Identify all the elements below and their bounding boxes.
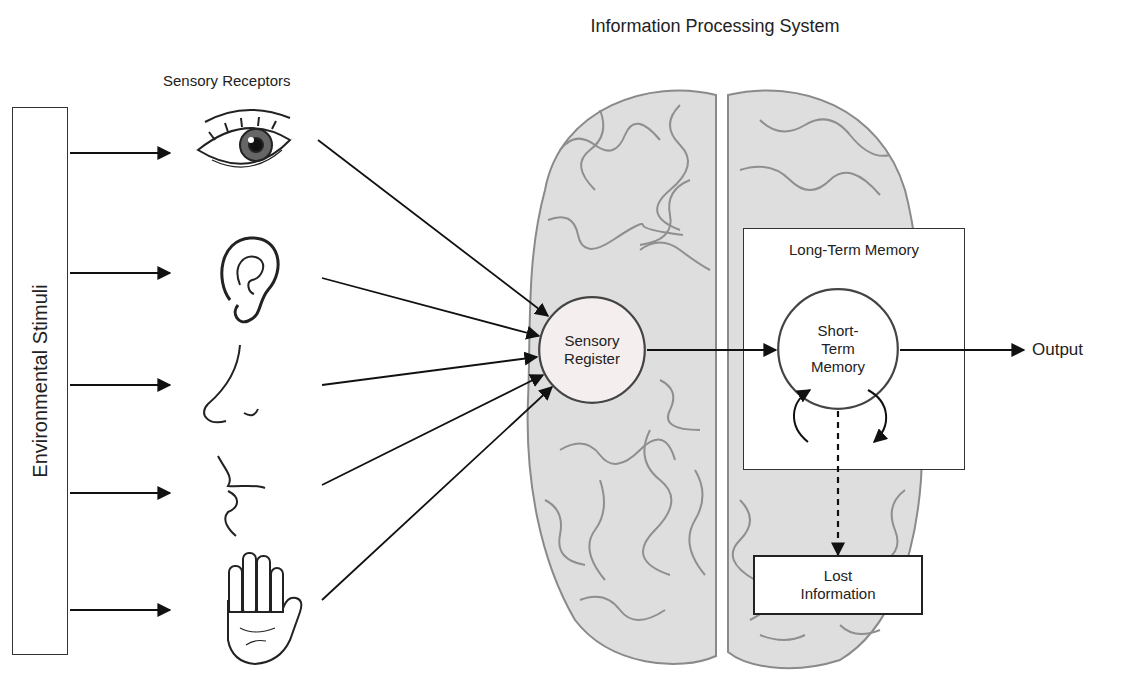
mouth-icon bbox=[218, 456, 265, 536]
eye-iris bbox=[240, 129, 272, 161]
hand-icon bbox=[228, 553, 301, 664]
eye-brow bbox=[205, 110, 290, 122]
eye-highlight bbox=[248, 137, 254, 143]
node-text: Lost Information bbox=[788, 567, 888, 603]
gyrus bbox=[581, 110, 603, 190]
rehearsal-arrow bbox=[794, 390, 810, 442]
stimulus-arrow bbox=[70, 609, 170, 611]
stimulus-arrow bbox=[70, 384, 170, 386]
gyrus bbox=[560, 440, 675, 464]
flow-arrow bbox=[647, 349, 776, 351]
node-text: Environmental Stimuli bbox=[28, 284, 52, 477]
lost-info-box: Lost Information bbox=[753, 555, 923, 615]
eye-outline bbox=[198, 128, 290, 164]
lower-lip bbox=[225, 491, 237, 536]
eye-lashes bbox=[209, 117, 276, 140]
node-text: Sensory Register bbox=[550, 332, 634, 368]
gyrus bbox=[643, 430, 671, 575]
nose-nostril bbox=[244, 409, 258, 415]
gyrus bbox=[640, 243, 710, 271]
memory-box: Long-Term MemoryShort-Term Memory bbox=[743, 228, 965, 470]
rehearsal-arrow bbox=[868, 390, 886, 442]
ear-outline bbox=[222, 238, 278, 322]
output-arrow bbox=[900, 349, 1024, 351]
receptor-arrow bbox=[322, 387, 552, 600]
gyrus bbox=[545, 500, 585, 565]
receptor-arrows bbox=[318, 140, 552, 600]
palm bbox=[228, 598, 301, 664]
register-circle: Sensory Register bbox=[537, 295, 647, 405]
upper-lip bbox=[218, 456, 265, 488]
dashed-arrow bbox=[837, 411, 839, 555]
gyrus bbox=[660, 380, 700, 430]
stimulus-arrow bbox=[70, 152, 170, 154]
circle-shape bbox=[539, 297, 645, 403]
output-label: Output bbox=[1032, 340, 1083, 360]
gyrus bbox=[640, 180, 690, 245]
finger bbox=[271, 568, 283, 618]
receptor-arrow bbox=[322, 375, 543, 485]
receptor-arrow bbox=[322, 278, 539, 336]
section-label: Sensory Receptors bbox=[163, 72, 291, 89]
stimuli-box: Environmental Stimuli bbox=[12, 107, 68, 655]
gyrus bbox=[589, 480, 605, 580]
finger bbox=[243, 553, 256, 615]
gyrus bbox=[548, 217, 683, 249]
gyrus bbox=[875, 490, 905, 565]
receptor-arrow bbox=[318, 140, 548, 316]
gyrus bbox=[657, 105, 688, 230]
palm-lines bbox=[240, 628, 275, 645]
eye-lower-lid bbox=[212, 150, 282, 167]
receptor-arrow bbox=[322, 357, 537, 385]
nose-bridge bbox=[204, 345, 240, 422]
stimulus-arrow bbox=[70, 272, 170, 274]
gyrus bbox=[560, 124, 660, 151]
nose-icon bbox=[204, 345, 258, 422]
diagram-title: Information Processing System bbox=[515, 16, 915, 37]
gyrus bbox=[840, 625, 880, 634]
gyrus bbox=[740, 167, 880, 195]
ear-icon bbox=[222, 238, 278, 322]
gyrus bbox=[760, 635, 805, 640]
gyrus bbox=[760, 119, 890, 155]
circle-shape bbox=[778, 289, 898, 409]
finger bbox=[229, 566, 242, 616]
stimulus-arrow bbox=[70, 492, 170, 494]
eye-icon bbox=[198, 110, 290, 167]
eye-pupil bbox=[249, 138, 263, 152]
brain-left-lobe bbox=[528, 90, 716, 664]
node-text: Long-Term Memory bbox=[789, 241, 919, 259]
gyrus bbox=[580, 597, 665, 620]
short-term-circle: Short-Term Memory bbox=[776, 287, 900, 411]
brain bbox=[528, 90, 924, 668]
node-text: Short-Term Memory bbox=[801, 322, 875, 376]
gyrus bbox=[689, 470, 705, 575]
finger bbox=[257, 556, 270, 616]
stimulus-arrows bbox=[70, 153, 170, 610]
ear-inner bbox=[238, 257, 264, 294]
